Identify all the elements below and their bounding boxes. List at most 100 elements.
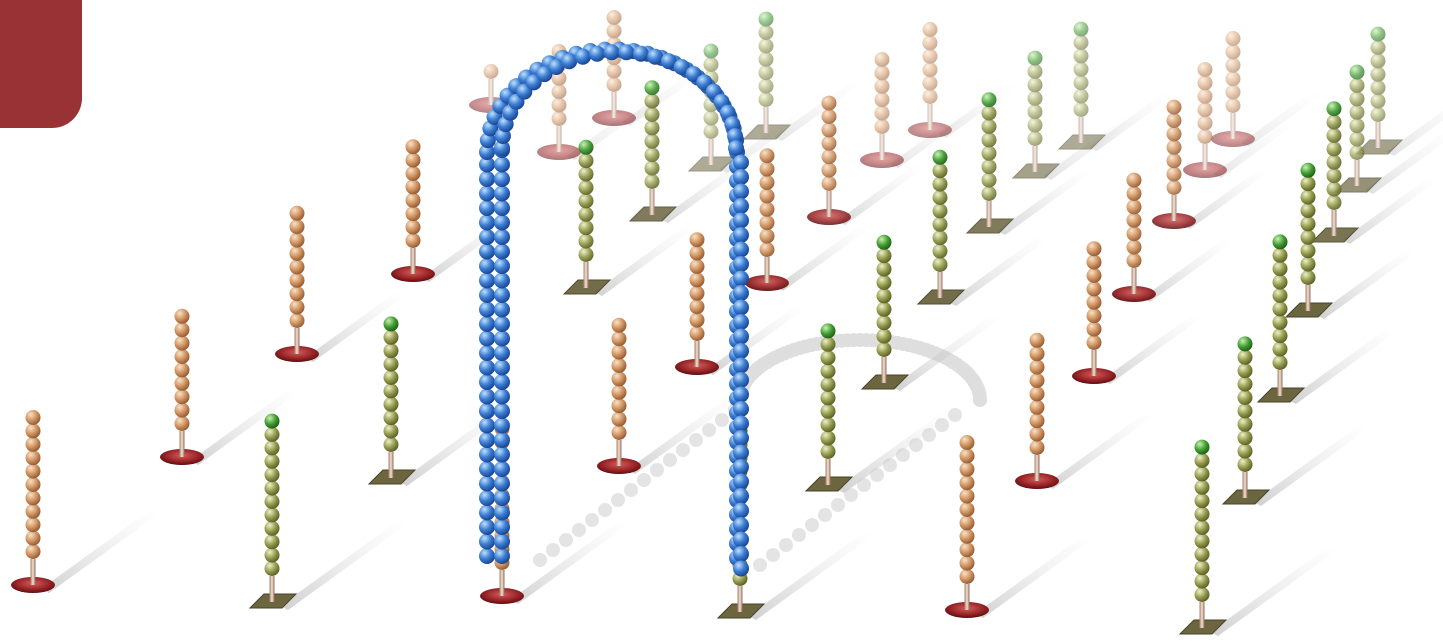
bead: [1195, 440, 1210, 455]
bead: [1028, 131, 1043, 146]
bead: [290, 300, 305, 315]
bead: [1198, 89, 1213, 104]
bead: [822, 136, 837, 151]
bead: [26, 437, 41, 452]
bead: [821, 390, 836, 405]
blue-bead: [733, 155, 749, 171]
bead: [960, 542, 975, 557]
bead: [1195, 466, 1210, 481]
bead: [982, 92, 997, 107]
strand-stem: [1376, 122, 1381, 148]
bead: [1195, 560, 1210, 575]
strand-stem: [500, 570, 505, 596]
bead: [690, 246, 705, 261]
bead: [26, 531, 41, 546]
tan-bead-strand: [1015, 333, 1059, 489]
bead: [265, 521, 280, 536]
bead: [759, 65, 774, 80]
blue-bead: [494, 360, 510, 376]
blue-bead: [494, 200, 510, 216]
strand-stem: [1203, 144, 1208, 170]
bead: [1238, 336, 1253, 351]
bead: [1350, 91, 1365, 106]
olive-bead-strand: [1059, 22, 1105, 149]
tan-bead-strand: [675, 232, 719, 375]
bead: [1030, 386, 1045, 401]
strand-stem: [738, 586, 743, 612]
bead: [1127, 253, 1142, 268]
strand-stem: [411, 248, 416, 274]
bead: [175, 362, 190, 377]
bead: [1371, 107, 1386, 122]
olive-bead-strand: [630, 80, 676, 221]
bead: [1301, 230, 1316, 245]
blue-bead: [494, 171, 510, 187]
blue-bead: [479, 548, 495, 564]
blue-bead: [479, 490, 495, 506]
bead: [1087, 268, 1102, 283]
bead: [933, 217, 948, 232]
bead: [690, 272, 705, 287]
bead: [933, 163, 948, 178]
bead: [26, 423, 41, 438]
bead: [875, 65, 890, 80]
bead: [923, 76, 938, 91]
bead: [1327, 101, 1342, 116]
strand-stem: [709, 139, 714, 165]
blue-bead: [494, 534, 510, 550]
bead: [982, 119, 997, 134]
bead: [1327, 168, 1342, 183]
bead: [1127, 186, 1142, 201]
bead: [760, 215, 775, 230]
bead: [406, 193, 421, 208]
bead: [1167, 153, 1182, 168]
bead: [1273, 275, 1288, 290]
bead: [1371, 27, 1386, 42]
bead: [612, 398, 627, 413]
blue-bead: [733, 372, 749, 388]
blue-bead: [479, 229, 495, 245]
bead: [1195, 453, 1210, 468]
strand-shadow: [975, 535, 1092, 618]
bead: [933, 150, 948, 165]
bead: [1074, 48, 1089, 63]
bead: [760, 242, 775, 257]
blue-bead: [733, 271, 749, 287]
strand-shadow: [1045, 413, 1152, 489]
blue-bead: [733, 416, 749, 432]
bead: [982, 159, 997, 174]
strand-shadow: [41, 510, 159, 593]
bead: [384, 343, 399, 358]
bead: [1350, 65, 1365, 80]
blue-bead: [494, 273, 510, 289]
bead: [1030, 373, 1045, 388]
bead: [290, 273, 305, 288]
bead: [384, 370, 399, 385]
bead: [1074, 102, 1089, 117]
blue-bead: [494, 389, 510, 405]
blue-bead: [479, 171, 495, 187]
bead: [579, 153, 594, 168]
blue-bead: [494, 403, 510, 419]
bead: [759, 79, 774, 94]
bead: [960, 475, 975, 490]
bead: [982, 173, 997, 188]
bead: [645, 134, 660, 149]
blue-bead: [733, 430, 749, 446]
bead: [822, 122, 837, 137]
bead: [26, 477, 41, 492]
blue-bead: [479, 534, 495, 550]
blue-bead: [589, 46, 605, 62]
bead: [579, 207, 594, 222]
olive-bead-strand: [1180, 440, 1226, 634]
bead: [26, 450, 41, 465]
bead: [406, 206, 421, 221]
bead: [1195, 574, 1210, 589]
tan-bead-strand: [1183, 62, 1227, 178]
blue-bead: [479, 476, 495, 492]
bead: [821, 431, 836, 446]
bead: [1371, 40, 1386, 55]
bead: [821, 377, 836, 392]
bead: [645, 120, 660, 135]
bead: [1127, 213, 1142, 228]
